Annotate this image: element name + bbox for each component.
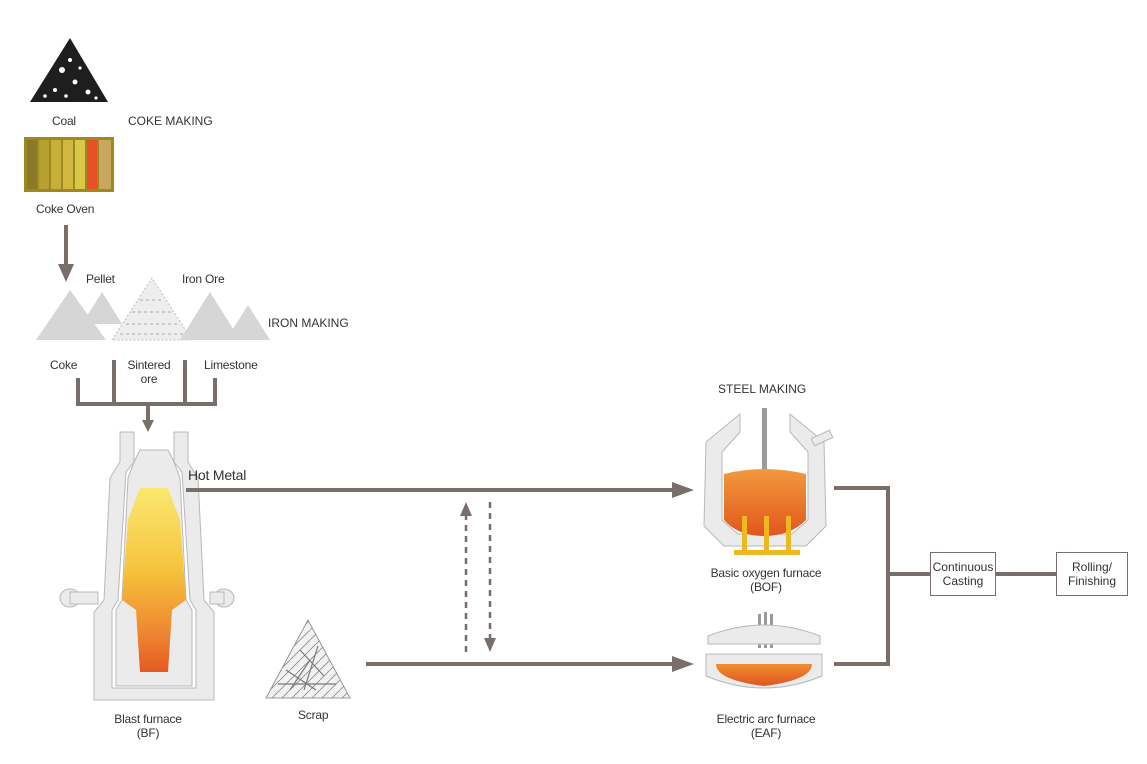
raw-material-piles [36, 277, 270, 341]
blast-furnace-line2: (BF) [136, 726, 160, 740]
blast-furnace-line1: Blast furnace [114, 712, 182, 726]
blast-furnace-icon [59, 431, 235, 701]
scrap-line [366, 656, 694, 672]
sintered-ore-label: Sintered ore [120, 358, 178, 386]
eaf-label: Electric arc furnace (EAF) [694, 712, 838, 740]
coke-oven-arrow [58, 225, 74, 282]
bof-line1: Basic oxygen furnace [710, 566, 822, 580]
steel-making-heading: STEEL MAKING [718, 382, 807, 396]
coke-making-heading: COKE MAKING [128, 114, 213, 128]
blast-furnace-label: Blast furnace (BF) [96, 712, 200, 740]
coal-pile-icon [30, 38, 108, 102]
rolling-finishing-box: Rolling/ Finishing [1056, 552, 1128, 596]
hot-metal-label: Hot Metal [188, 467, 247, 483]
scrap-label: Scrap [298, 708, 329, 722]
scrap-exchange-arrows [460, 502, 496, 652]
eaf-icon [705, 612, 823, 689]
eaf-line1: Electric arc furnace [716, 712, 816, 726]
iron-ore-label: Iron Ore [182, 272, 225, 286]
bof-icon [703, 408, 834, 555]
feed-arrow-head [142, 420, 154, 432]
bof-line2: (BOF) [750, 580, 782, 594]
pellet-label: Pellet [86, 272, 115, 286]
coke-oven-icon [24, 137, 114, 192]
coke-oven-label: Coke Oven [36, 202, 95, 216]
sintered-ore-line1: Sintered [127, 358, 171, 372]
iron-making-heading: IRON MAKING [268, 316, 349, 330]
eaf-line2: (EAF) [750, 726, 782, 740]
hot-metal-line [186, 482, 694, 498]
output-connectors [834, 486, 1056, 666]
feed-connectors [76, 360, 217, 422]
continuous-casting-box: Continuous Casting [930, 552, 996, 596]
bof-label: Basic oxygen furnace (BOF) [694, 566, 838, 594]
limestone-label: Limestone [204, 358, 258, 372]
sintered-ore-line2: ore [140, 372, 158, 386]
coal-label: Coal [52, 114, 76, 128]
scrap-pile-icon [265, 618, 351, 699]
coke-label: Coke [50, 358, 78, 372]
